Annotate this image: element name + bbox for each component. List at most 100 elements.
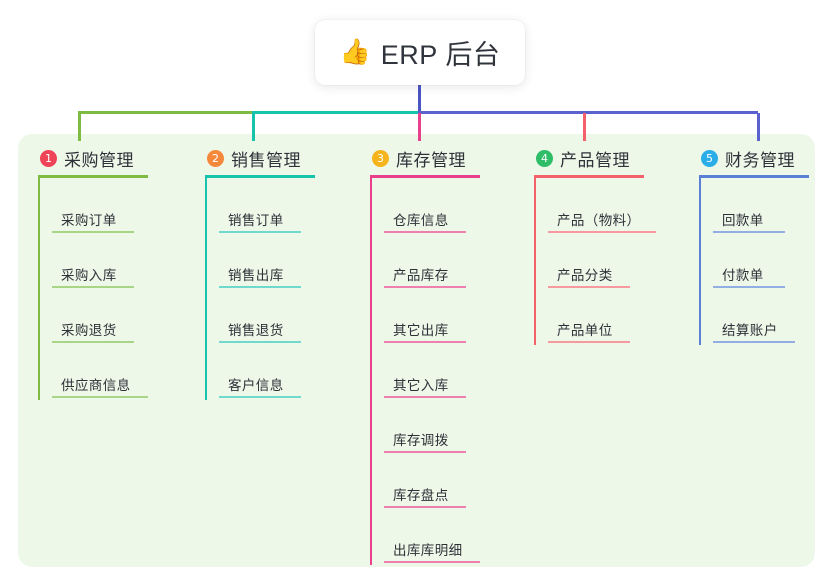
branch-item-underline bbox=[384, 286, 466, 288]
branch-item-label: 销售退货 bbox=[228, 323, 284, 338]
branch-item-underline bbox=[219, 341, 301, 343]
branch-header-underline bbox=[699, 175, 809, 178]
branch-item[interactable]: 回款单 bbox=[713, 178, 809, 233]
branch-item-label: 仓库信息 bbox=[393, 213, 449, 228]
branch-number-badge: 2 bbox=[207, 149, 224, 167]
branch-items-purchase: 采购订单采购入库采购退货供应商信息 bbox=[38, 178, 148, 400]
branch-number-badge: 4 bbox=[536, 149, 553, 167]
connector-horizontal-segment bbox=[418, 111, 758, 114]
branch-item-label: 库存调拨 bbox=[393, 433, 449, 448]
branch-item[interactable]: 销售退货 bbox=[219, 288, 315, 343]
branch-item-underline bbox=[52, 231, 134, 233]
branch-item[interactable]: 采购退货 bbox=[52, 288, 148, 343]
branch-column-sales: 2 销售管理销售订单销售出库销售退货客户信息 bbox=[205, 146, 315, 400]
branch-item-label: 客户信息 bbox=[228, 378, 284, 393]
diagram-background-panel bbox=[18, 134, 815, 567]
branch-header-underline bbox=[534, 175, 644, 178]
branch-item[interactable]: 仓库信息 bbox=[384, 178, 480, 233]
branch-item-label: 采购退货 bbox=[61, 323, 117, 338]
branch-header-purchase[interactable]: 1 采购管理 bbox=[38, 146, 148, 170]
connector-drop-2 bbox=[252, 113, 255, 141]
branch-column-inventory: 3 库存管理仓库信息产品库存其它出库其它入库库存调拨库存盘点出库库明细 bbox=[370, 146, 480, 565]
connector-drop-5 bbox=[757, 113, 760, 141]
branch-item-label: 其它出库 bbox=[393, 323, 449, 338]
branch-items-product: 产品（物料） 产品分类产品单位 bbox=[534, 178, 656, 345]
branch-item[interactable]: 销售出库 bbox=[219, 233, 315, 288]
branch-items-sales: 销售订单销售出库销售退货客户信息 bbox=[205, 178, 315, 400]
connector-root-stem bbox=[418, 85, 421, 113]
branch-item-underline bbox=[219, 231, 301, 233]
branch-item[interactable]: 其它出库 bbox=[384, 288, 480, 343]
branch-item-label: 产品单位 bbox=[557, 323, 613, 338]
branch-item[interactable]: 产品单位 bbox=[548, 288, 644, 343]
branch-item-label: 出库库明细 bbox=[393, 543, 463, 558]
root-node-erp[interactable]: 👍 ERP 后台 bbox=[315, 20, 525, 85]
branch-item[interactable]: 出库库明细 bbox=[384, 508, 480, 563]
branch-item[interactable]: 付款单 bbox=[713, 233, 809, 288]
branch-item[interactable]: 其它入库 bbox=[384, 343, 480, 398]
branch-item[interactable]: 销售订单 bbox=[219, 178, 315, 233]
branch-item-label: 付款单 bbox=[722, 268, 764, 283]
branch-item-label: 产品（物料） bbox=[557, 213, 641, 228]
connector-horizontal-segment bbox=[252, 111, 419, 114]
branch-item-underline bbox=[713, 341, 795, 343]
branch-item-label: 库存盘点 bbox=[393, 488, 449, 503]
branch-spine bbox=[699, 178, 701, 345]
branch-header-underline bbox=[205, 175, 315, 178]
branch-spine bbox=[38, 178, 40, 400]
branch-items-inventory: 仓库信息产品库存其它出库其它入库库存调拨库存盘点出库库明细 bbox=[370, 178, 480, 565]
branch-item[interactable]: 产品库存 bbox=[384, 233, 480, 288]
branch-item-underline bbox=[384, 506, 466, 508]
branch-item-label: 产品分类 bbox=[557, 268, 613, 283]
branch-title: 销售管理 bbox=[231, 150, 301, 170]
branch-number-badge: 5 bbox=[701, 149, 718, 167]
branch-item-label: 销售订单 bbox=[228, 213, 284, 228]
branch-item[interactable]: 结算账户 bbox=[713, 288, 809, 343]
branch-item[interactable]: 库存盘点 bbox=[384, 453, 480, 508]
branch-item-label: 销售出库 bbox=[228, 268, 284, 283]
branch-item[interactable]: 供应商信息 bbox=[52, 343, 148, 398]
branch-title: 库存管理 bbox=[396, 150, 466, 170]
connector-drop-3 bbox=[418, 113, 421, 141]
connector-horizontal-segment bbox=[78, 111, 253, 114]
branch-number-badge: 3 bbox=[372, 149, 389, 167]
branch-header-sales[interactable]: 2 销售管理 bbox=[205, 146, 315, 170]
branch-item[interactable]: 产品分类 bbox=[548, 233, 644, 288]
branch-item-underline bbox=[548, 341, 630, 343]
branch-item[interactable]: 客户信息 bbox=[219, 343, 315, 398]
branch-header-underline bbox=[370, 175, 480, 178]
branch-title: 采购管理 bbox=[64, 150, 134, 170]
branch-item-underline bbox=[384, 341, 466, 343]
branch-item[interactable]: 采购入库 bbox=[52, 233, 148, 288]
branch-item-underline bbox=[219, 396, 301, 398]
connector-drop-4 bbox=[583, 113, 586, 141]
branch-item-label: 供应商信息 bbox=[61, 378, 131, 393]
thumbs-up-icon: 👍 bbox=[339, 38, 371, 66]
connector-drop-1 bbox=[78, 113, 81, 141]
branch-item-label: 采购入库 bbox=[61, 268, 117, 283]
branch-item[interactable]: 产品（物料） bbox=[548, 178, 656, 233]
branch-item-underline bbox=[52, 396, 148, 398]
branch-item-underline bbox=[384, 451, 466, 453]
branch-item-underline bbox=[52, 341, 134, 343]
branch-header-inventory[interactable]: 3 库存管理 bbox=[370, 146, 480, 170]
branch-item-underline bbox=[52, 286, 134, 288]
branch-item-underline bbox=[548, 286, 630, 288]
branch-item-underline bbox=[548, 231, 656, 233]
branch-item[interactable]: 库存调拨 bbox=[384, 398, 480, 453]
branch-item-underline bbox=[384, 396, 466, 398]
branch-item-underline bbox=[713, 231, 785, 233]
branch-item-label: 其它入库 bbox=[393, 378, 449, 393]
branch-item-underline bbox=[713, 286, 785, 288]
branch-column-purchase: 1 采购管理采购订单采购入库采购退货供应商信息 bbox=[38, 146, 148, 400]
branch-item[interactable]: 采购订单 bbox=[52, 178, 148, 233]
branch-item-underline bbox=[219, 286, 301, 288]
branch-item-underline bbox=[384, 231, 466, 233]
branch-number-badge: 1 bbox=[40, 149, 57, 167]
branch-spine bbox=[370, 178, 372, 565]
branch-spine bbox=[534, 178, 536, 345]
